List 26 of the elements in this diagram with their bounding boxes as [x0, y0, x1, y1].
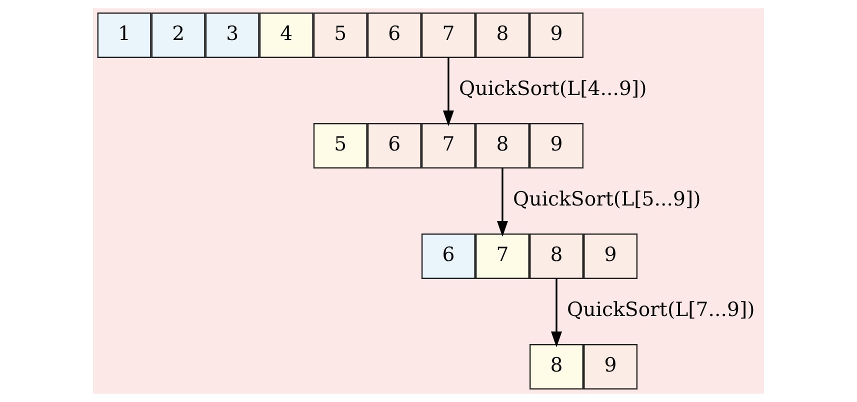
node-box: 6: [367, 12, 422, 58]
arrow: [442, 57, 454, 126]
arrow: [550, 278, 562, 348]
node-box: 7: [421, 12, 476, 58]
node-box: 5: [313, 12, 368, 58]
node-box: 4: [259, 12, 314, 58]
arrow: [496, 168, 508, 237]
node-box: 3: [205, 12, 260, 58]
edge-label: QuickSort(L[5...9]): [513, 188, 701, 211]
node-box: 8: [475, 12, 530, 58]
node-box: 9: [584, 344, 638, 390]
node-box: 1: [97, 12, 152, 58]
node-box: 8: [529, 234, 584, 279]
node-box: 7: [421, 123, 476, 168]
node-box: 9: [584, 234, 638, 279]
edge-label: QuickSort(L[4...9]): [458, 77, 647, 100]
node-box: 9: [529, 12, 584, 58]
node-box: 7: [475, 234, 530, 279]
node-box: 6: [421, 234, 476, 279]
node-box: 8: [529, 344, 584, 390]
node-box: 9: [529, 123, 584, 168]
node-box: 8: [475, 123, 530, 168]
edge-label: QuickSort(L[7...9]): [567, 298, 755, 322]
node-box: 6: [367, 123, 422, 168]
node-box: 2: [151, 12, 206, 58]
node-box: 5: [313, 123, 368, 168]
